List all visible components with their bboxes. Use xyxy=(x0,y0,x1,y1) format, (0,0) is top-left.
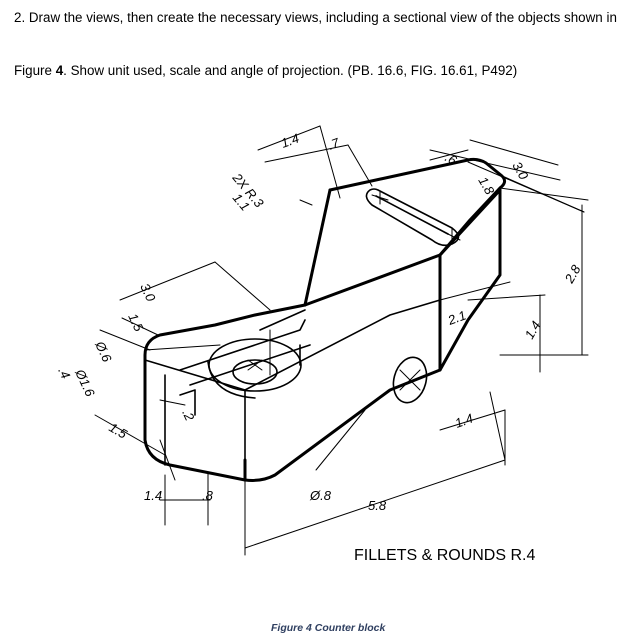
dimension-labels: 1.4 .7 2X R.3 1.1 .6 3.0 1.8 2.8 2.1 1.4… xyxy=(55,131,584,564)
figure-word: Figure xyxy=(14,63,56,78)
dim-3-0-left: 3.0 xyxy=(137,281,159,304)
question-line-2: . Show unit used, scale and angle of pro… xyxy=(63,63,518,78)
side-hole xyxy=(392,356,428,404)
dimension-lines xyxy=(94,125,589,556)
fillets-note: FILLETS & ROUNDS R.4 xyxy=(354,547,535,564)
dim-2-8: 2.8 xyxy=(561,262,584,287)
dim-3-0-right: 3.0 xyxy=(509,159,531,183)
dim-1-4-bottom: 1.4 xyxy=(144,488,162,503)
dim-hole-dia: Ø1.6 xyxy=(72,366,98,399)
figure-number: 4 xyxy=(55,63,64,78)
dim-1-4-top: 1.4 xyxy=(279,131,301,151)
dim-hole-8: Ø.8 xyxy=(309,488,332,503)
dim-counterbore-depth: .4 xyxy=(55,365,73,381)
object-edges xyxy=(144,299,441,481)
counterbore xyxy=(207,338,302,399)
question-text-2: Figure 4. Show unit used, scale and angl… xyxy=(14,61,624,81)
dim-1-5-bottom: 1.5 xyxy=(107,420,131,442)
dim-1-5-left: 1.5 xyxy=(125,311,147,334)
dim-7: .7 xyxy=(326,135,342,153)
dim-1-4-front: 1.4 xyxy=(453,411,475,431)
dim-2-1: 2.1 xyxy=(445,308,468,329)
question-line-1: 2. Draw the views, then create the neces… xyxy=(14,10,617,25)
counter-block-drawing: 1.4 .7 2X R.3 1.1 .6 3.0 1.8 2.8 2.1 1.4… xyxy=(55,125,589,564)
dim-counterbore-dia: Ø.6 xyxy=(92,338,115,365)
question-text: 2. Draw the views, then create the neces… xyxy=(14,8,624,28)
figure-caption: Figure 4 Counter block xyxy=(271,622,386,634)
dim-8-bottom: .8 xyxy=(202,488,214,503)
dim-5-8: 5.8 xyxy=(368,498,387,513)
dim-2: .2 xyxy=(179,407,198,424)
